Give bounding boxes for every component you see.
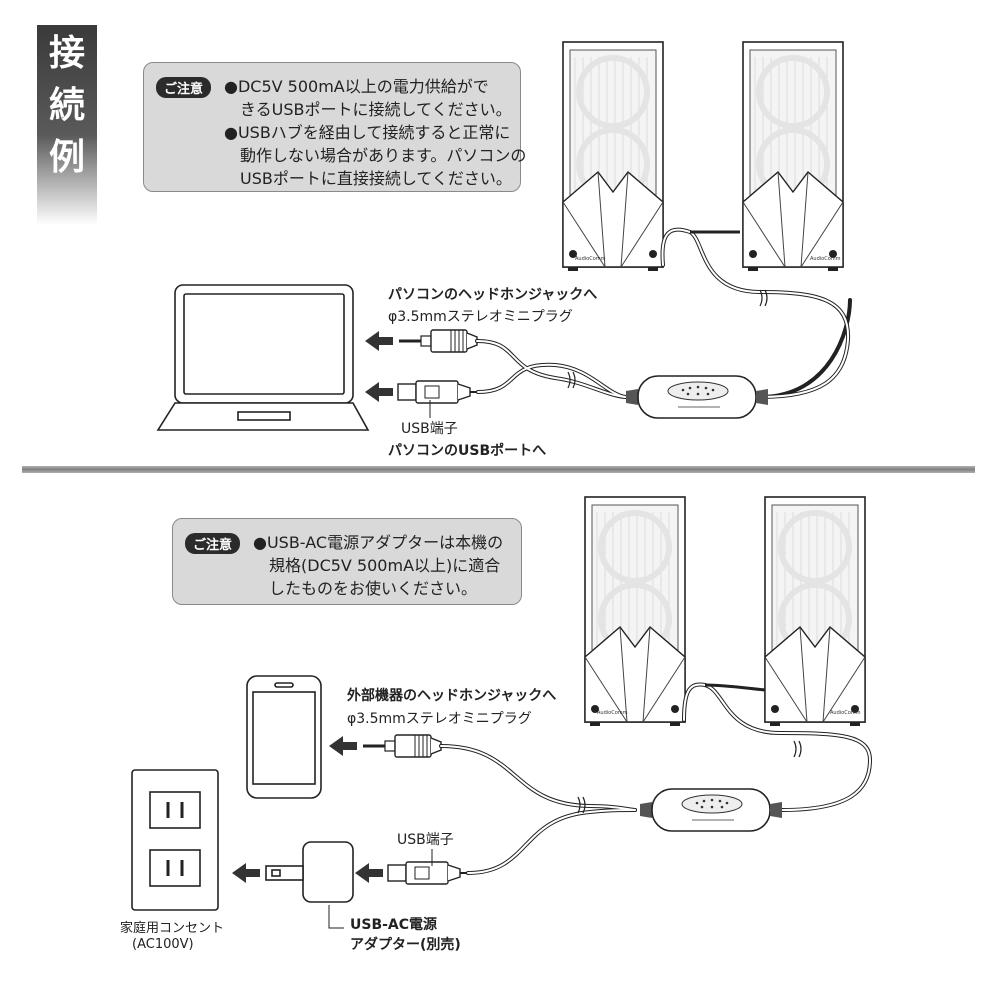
speaker-left-top	[563, 42, 663, 271]
note-line: 動作しない場合があります。パソコンの	[240, 146, 527, 165]
label-outlet-line1: 家庭用コンセント	[120, 921, 225, 936]
note-line: USBポートに直接接続してください。	[240, 169, 512, 188]
label-usb-port: パソコンのUSBポートへ	[388, 443, 547, 459]
section-divider	[22, 466, 975, 473]
usb-ac-adapter	[265, 841, 354, 903]
speaker-logo: AudioComm	[597, 710, 628, 716]
note-line: きるUSBポートに接続してください。	[240, 100, 512, 119]
laptop	[156, 284, 370, 431]
tab-char: 例	[48, 137, 85, 178]
label-adapter-line1: USB-AC電源	[350, 917, 438, 933]
caution-note-top: ご注意 ●DC5V 500mA以上の電力供給がで きるUSBポートに接続してくだ…	[143, 62, 526, 192]
caution-badge: ご注意	[156, 77, 212, 98]
note-line: 規格(DC5V 500mA以上)に適合	[269, 556, 501, 575]
note-line: ●USB-AC電源アダプターは本機の	[253, 533, 504, 552]
label-adapter-line2: アダプター(別売)	[350, 937, 461, 953]
label-usb-terminal: USB端子	[401, 421, 458, 437]
label-usb-terminal: USB端子	[397, 832, 454, 848]
section-tab-connection-example: 接 続 例	[37, 25, 97, 225]
speaker-logo: AudioComm	[830, 710, 861, 716]
tab-char: 続	[48, 85, 85, 126]
label-outlet-line2: (AC100V)	[132, 937, 194, 952]
speaker-logo: AudioComm	[575, 256, 606, 262]
wall-outlet	[131, 769, 219, 911]
tab-char: 接	[48, 33, 85, 74]
label-headphone-jack: パソコンのヘッドホンジャックへ	[388, 287, 598, 303]
speaker-logo: AudioComm	[810, 256, 841, 262]
caution-note-bottom: ご注意 ●USB-AC電源アダプターは本機の 規格(DC5V 500mA以上)に…	[172, 518, 522, 605]
label-mini-plug: φ3.5mmステレオミニプラグ	[347, 711, 532, 727]
note-line: ●USBハブを経由して接続すると正常に	[224, 123, 511, 142]
label-external-headphone-jack: 外部機器のヘッドホンジャックへ	[347, 688, 557, 704]
note-line: ●DC5V 500mA以上の電力供給がで	[224, 77, 489, 96]
caution-badge: ご注意	[185, 533, 241, 554]
speaker-left-bottom	[585, 497, 685, 726]
smartphone	[246, 675, 322, 799]
label-mini-plug: φ3.5mmステレオミニプラグ	[388, 309, 573, 325]
note-line: したものをお使いください。	[269, 579, 478, 598]
speaker-right-top	[743, 42, 843, 271]
speaker-right-bottom	[765, 497, 865, 726]
